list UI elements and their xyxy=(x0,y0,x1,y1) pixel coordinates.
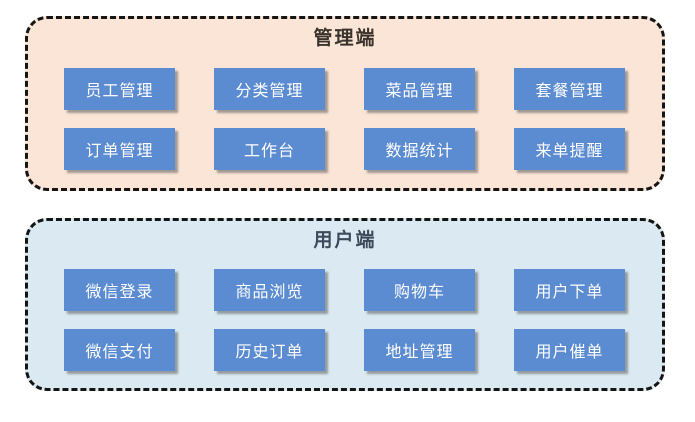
node-wechat-login: 微信登录 xyxy=(64,269,175,311)
node-user-place-order: 用户下单 xyxy=(514,269,625,311)
node-shopping-cart: 购物车 xyxy=(364,269,475,311)
node-category-management: 分类管理 xyxy=(214,68,325,110)
node-order-reminder: 来单提醒 xyxy=(514,128,625,170)
admin-node-grid: 员工管理 分类管理 菜品管理 套餐管理 订单管理 工作台 数据统计 来单提醒 xyxy=(64,68,625,170)
node-wechat-pay: 微信支付 xyxy=(64,329,175,371)
node-order-management: 订单管理 xyxy=(64,128,175,170)
node-data-statistics: 数据统计 xyxy=(364,128,475,170)
node-history-orders: 历史订单 xyxy=(214,329,325,371)
user-panel-title: 用户端 xyxy=(313,230,377,251)
node-setmeal-management: 套餐管理 xyxy=(514,68,625,110)
admin-panel: 管理端 员工管理 分类管理 菜品管理 套餐管理 订单管理 工作台 数据统计 来单… xyxy=(25,16,665,191)
node-employee-management: 员工管理 xyxy=(64,68,175,110)
node-product-browse: 商品浏览 xyxy=(214,269,325,311)
admin-panel-title: 管理端 xyxy=(313,28,377,49)
node-user-urge-order: 用户催单 xyxy=(514,329,625,371)
node-dish-management: 菜品管理 xyxy=(364,68,475,110)
node-address-management: 地址管理 xyxy=(364,329,475,371)
user-node-grid: 微信登录 商品浏览 购物车 用户下单 微信支付 历史订单 地址管理 用户催单 xyxy=(64,269,625,371)
node-workbench: 工作台 xyxy=(214,128,325,170)
user-panel: 用户端 微信登录 商品浏览 购物车 用户下单 微信支付 历史订单 地址管理 用户… xyxy=(25,218,665,391)
